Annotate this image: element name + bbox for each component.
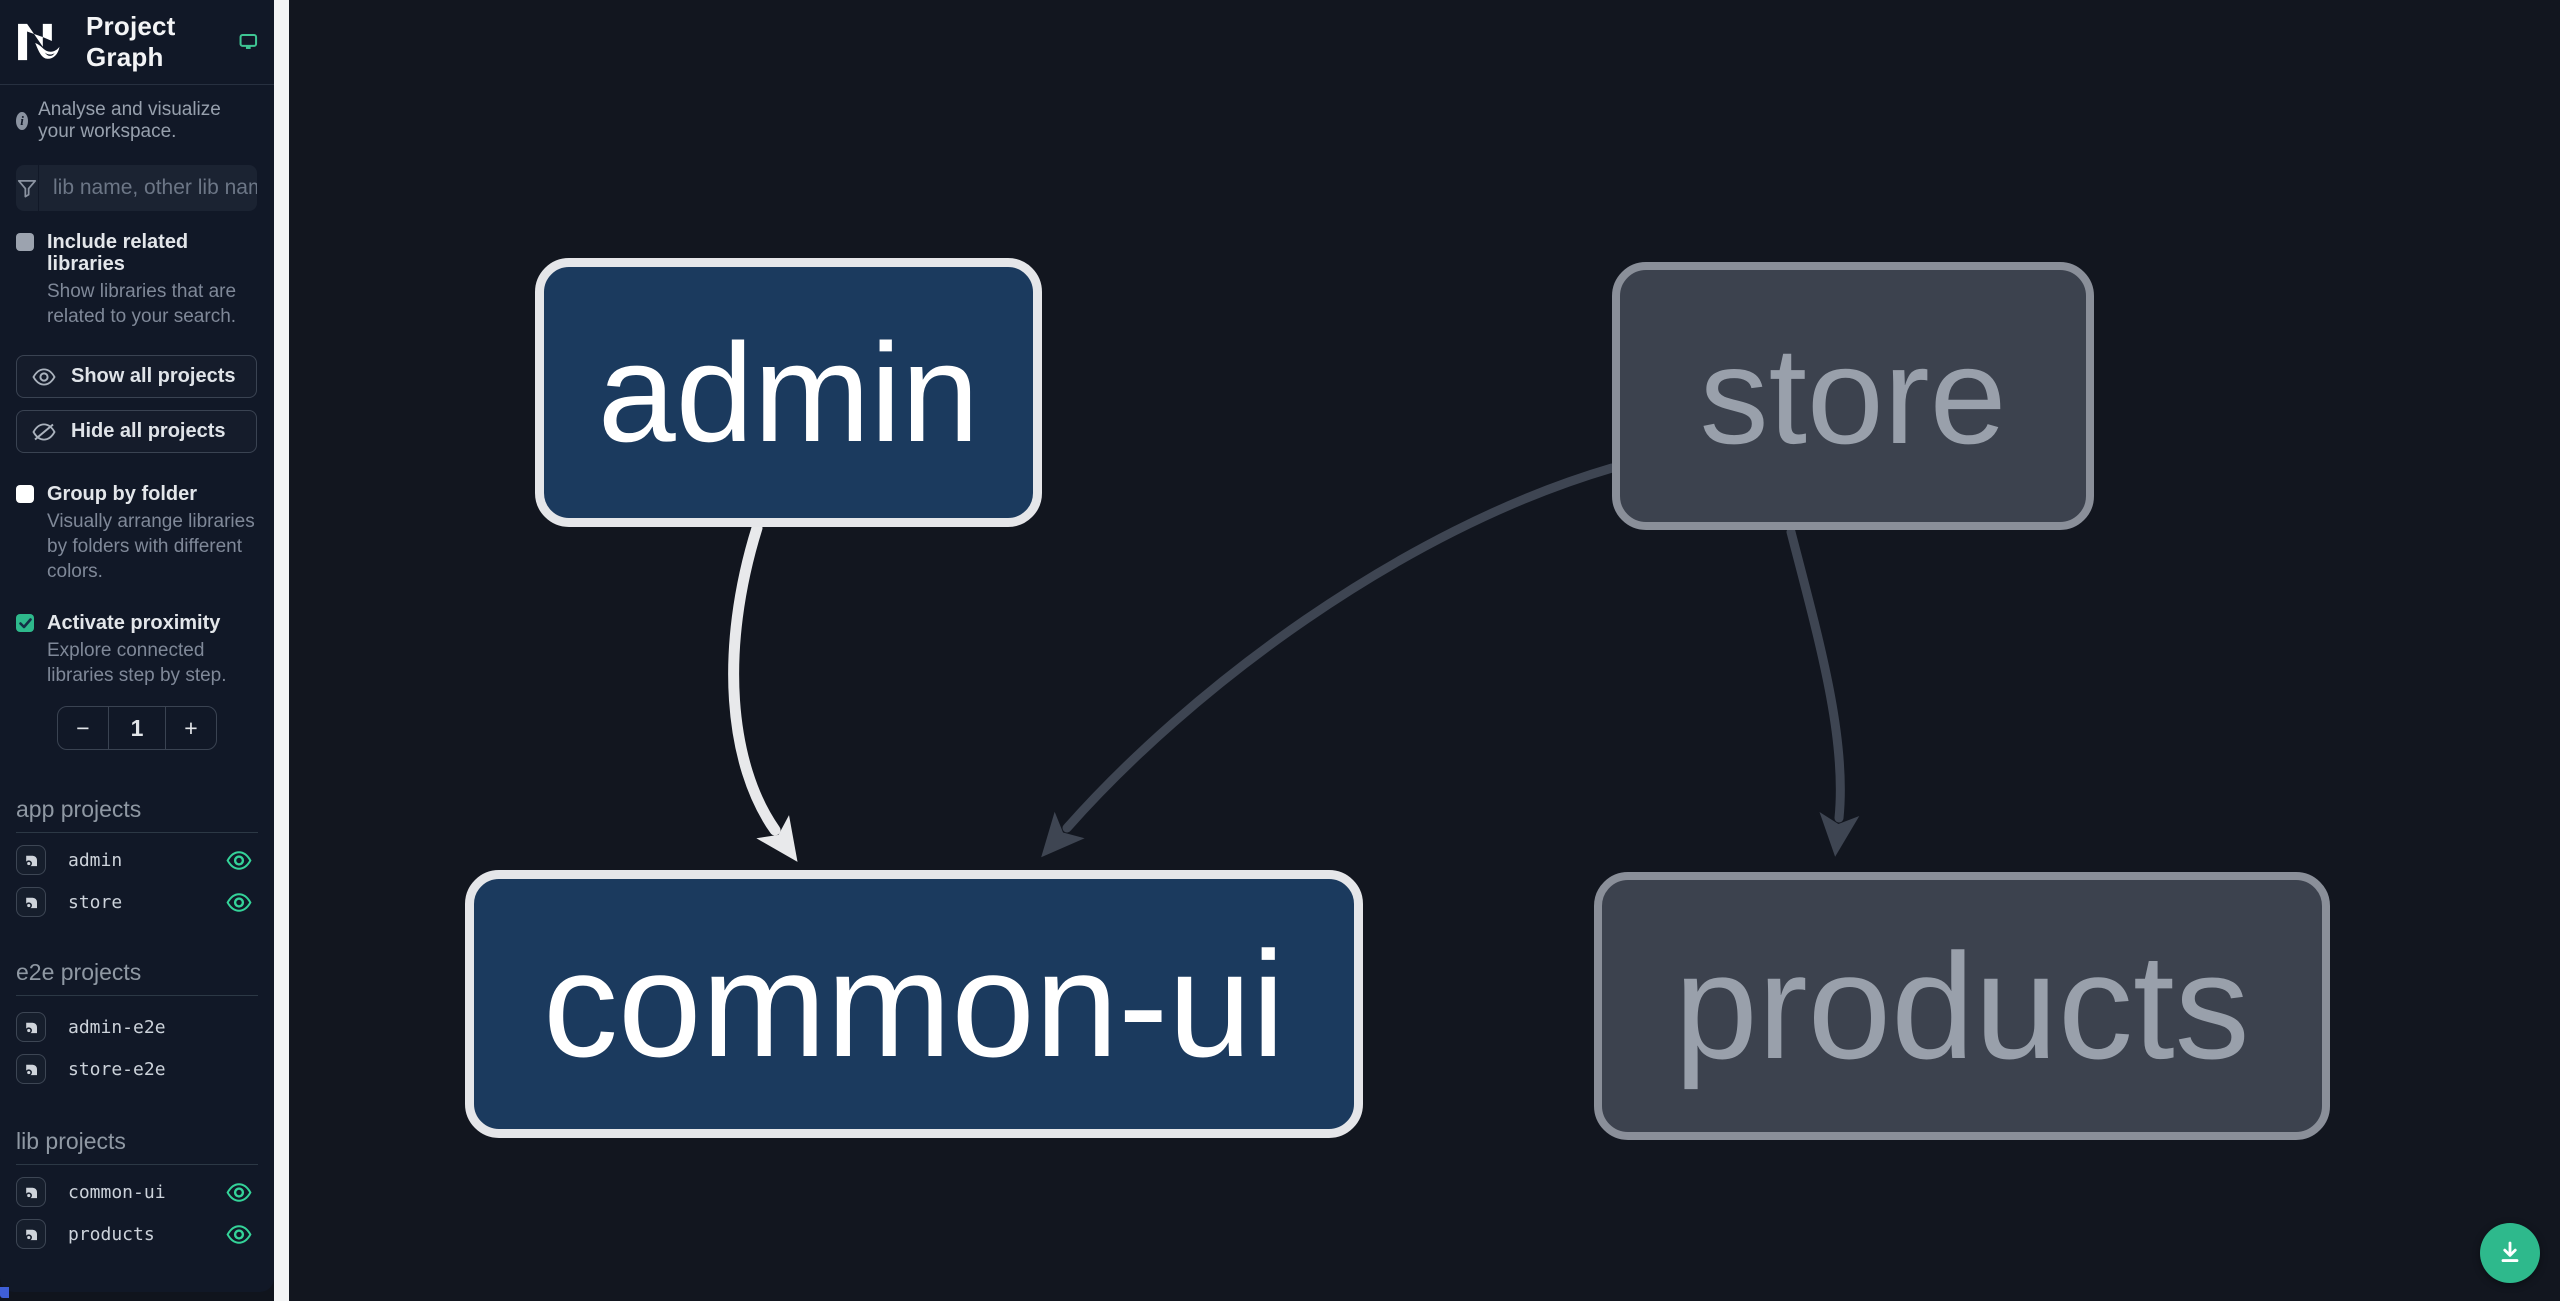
- project-name: admin-e2e: [68, 1016, 166, 1038]
- show-all-projects-label: Show all projects: [71, 365, 236, 387]
- section-app-projects: app projects admin: [16, 796, 258, 917]
- checkmark-icon: [18, 617, 32, 628]
- focus-project-button[interactable]: [16, 1012, 46, 1042]
- project-row-store: store: [16, 887, 258, 917]
- page-title: Project Graph: [86, 11, 176, 72]
- focus-project-button[interactable]: [16, 887, 46, 917]
- section-header: app projects: [16, 796, 258, 833]
- project-row-common-ui: common-ui: [16, 1177, 258, 1207]
- graph-node-products[interactable]: products: [1594, 872, 2330, 1140]
- graph-canvas[interactable]: admin store common-ui products: [289, 0, 2560, 1301]
- group-by-folder-checkbox[interactable]: [16, 485, 34, 503]
- option-group-by-folder: Group by folder Visually arrange librari…: [16, 483, 258, 584]
- search-input[interactable]: [39, 165, 257, 211]
- proximity-increment-button[interactable]: +: [166, 707, 216, 749]
- nx-logo-icon: [18, 23, 60, 61]
- eye-icon: [32, 367, 56, 386]
- section-header: lib projects: [16, 1128, 258, 1165]
- sidebar-resize-handle[interactable]: [274, 0, 289, 1301]
- workspace-hint-text: Analyse and visualize your workspace.: [38, 99, 221, 142]
- toggle-visibility-eye-icon[interactable]: [226, 1223, 252, 1245]
- sidebar: Project Graph i Analyse and visualize yo…: [0, 0, 274, 1292]
- activate-proximity-label: Activate proximity: [47, 612, 221, 634]
- project-name: store: [68, 891, 123, 913]
- include-related-description: Show libraries that are related to your …: [47, 281, 237, 327]
- activate-proximity-checkbox[interactable]: [16, 614, 34, 632]
- option-activate-proximity: Activate proximity Explore connected lib…: [16, 612, 258, 688]
- section-lib-projects: lib projects common-ui: [16, 1128, 258, 1249]
- graph-node-admin[interactable]: admin: [535, 258, 1042, 527]
- bottom-left-accent: [0, 1287, 9, 1298]
- edge-store-to-common-ui: [1041, 463, 1617, 858]
- focus-icon: [25, 1229, 37, 1241]
- section-header: e2e projects: [16, 959, 258, 996]
- node-label: admin: [597, 313, 980, 471]
- workspace-hint: i Analyse and visualize your workspace.: [0, 85, 274, 143]
- focus-project-button[interactable]: [16, 1177, 46, 1207]
- eye-off-icon: [32, 422, 56, 441]
- sidebar-header: Project Graph: [0, 0, 274, 85]
- toggle-visibility-eye-icon[interactable]: [226, 849, 252, 871]
- include-related-checkbox[interactable]: [16, 233, 34, 251]
- group-by-folder-label: Group by folder: [47, 483, 197, 505]
- group-by-folder-description: Visually arrange libraries by folders wi…: [47, 511, 255, 582]
- project-name: admin: [68, 849, 123, 871]
- edge-store-to-products: [1786, 527, 1860, 857]
- focus-icon: [25, 1064, 37, 1076]
- activate-proximity-description: Explore connected libraries step by step…: [47, 640, 227, 686]
- project-name: products: [68, 1223, 155, 1245]
- focus-project-button[interactable]: [16, 1219, 46, 1249]
- edge-admin-to-common-ui: [728, 522, 798, 862]
- node-label: store: [1699, 318, 2007, 473]
- node-label: products: [1674, 921, 2250, 1090]
- search-box: [16, 165, 257, 211]
- info-icon: i: [16, 112, 29, 130]
- project-name: common-ui: [68, 1181, 166, 1203]
- project-row-products: products: [16, 1219, 258, 1249]
- graph-node-common-ui[interactable]: common-ui: [465, 870, 1363, 1138]
- filter-funnel-icon: [16, 165, 39, 211]
- download-icon: [2501, 1241, 2519, 1262]
- focus-icon: [25, 855, 37, 867]
- section-e2e-projects: e2e projects admin-e2e store-: [16, 959, 258, 1084]
- hide-all-projects-label: Hide all projects: [71, 420, 226, 442]
- hide-all-projects-button[interactable]: Hide all projects: [16, 410, 257, 453]
- project-name: store-e2e: [68, 1058, 166, 1080]
- project-row-store-e2e: store-e2e: [16, 1054, 258, 1084]
- option-include-related: Include related libraries Show libraries…: [16, 231, 258, 329]
- focus-project-button[interactable]: [16, 1054, 46, 1084]
- focus-icon: [25, 897, 37, 909]
- project-row-admin: admin: [16, 845, 258, 875]
- focus-project-button[interactable]: [16, 845, 46, 875]
- download-image-button[interactable]: [2480, 1223, 2540, 1283]
- monitor-icon: [239, 34, 258, 49]
- proximity-value: 1: [108, 707, 166, 749]
- toggle-visibility-eye-icon[interactable]: [226, 1181, 252, 1203]
- node-label: common-ui: [543, 919, 1285, 1088]
- show-all-projects-button[interactable]: Show all projects: [16, 355, 257, 398]
- graph-node-store[interactable]: store: [1612, 262, 2094, 530]
- dependency-edges: [728, 463, 1860, 862]
- project-row-admin-e2e: admin-e2e: [16, 1012, 258, 1042]
- focus-icon: [25, 1187, 37, 1199]
- include-related-label: Include related libraries: [47, 231, 189, 275]
- focus-icon: [25, 1022, 37, 1034]
- proximity-decrement-button[interactable]: −: [58, 707, 108, 749]
- proximity-stepper: − 1 +: [57, 706, 217, 750]
- toggle-visibility-eye-icon[interactable]: [226, 891, 252, 913]
